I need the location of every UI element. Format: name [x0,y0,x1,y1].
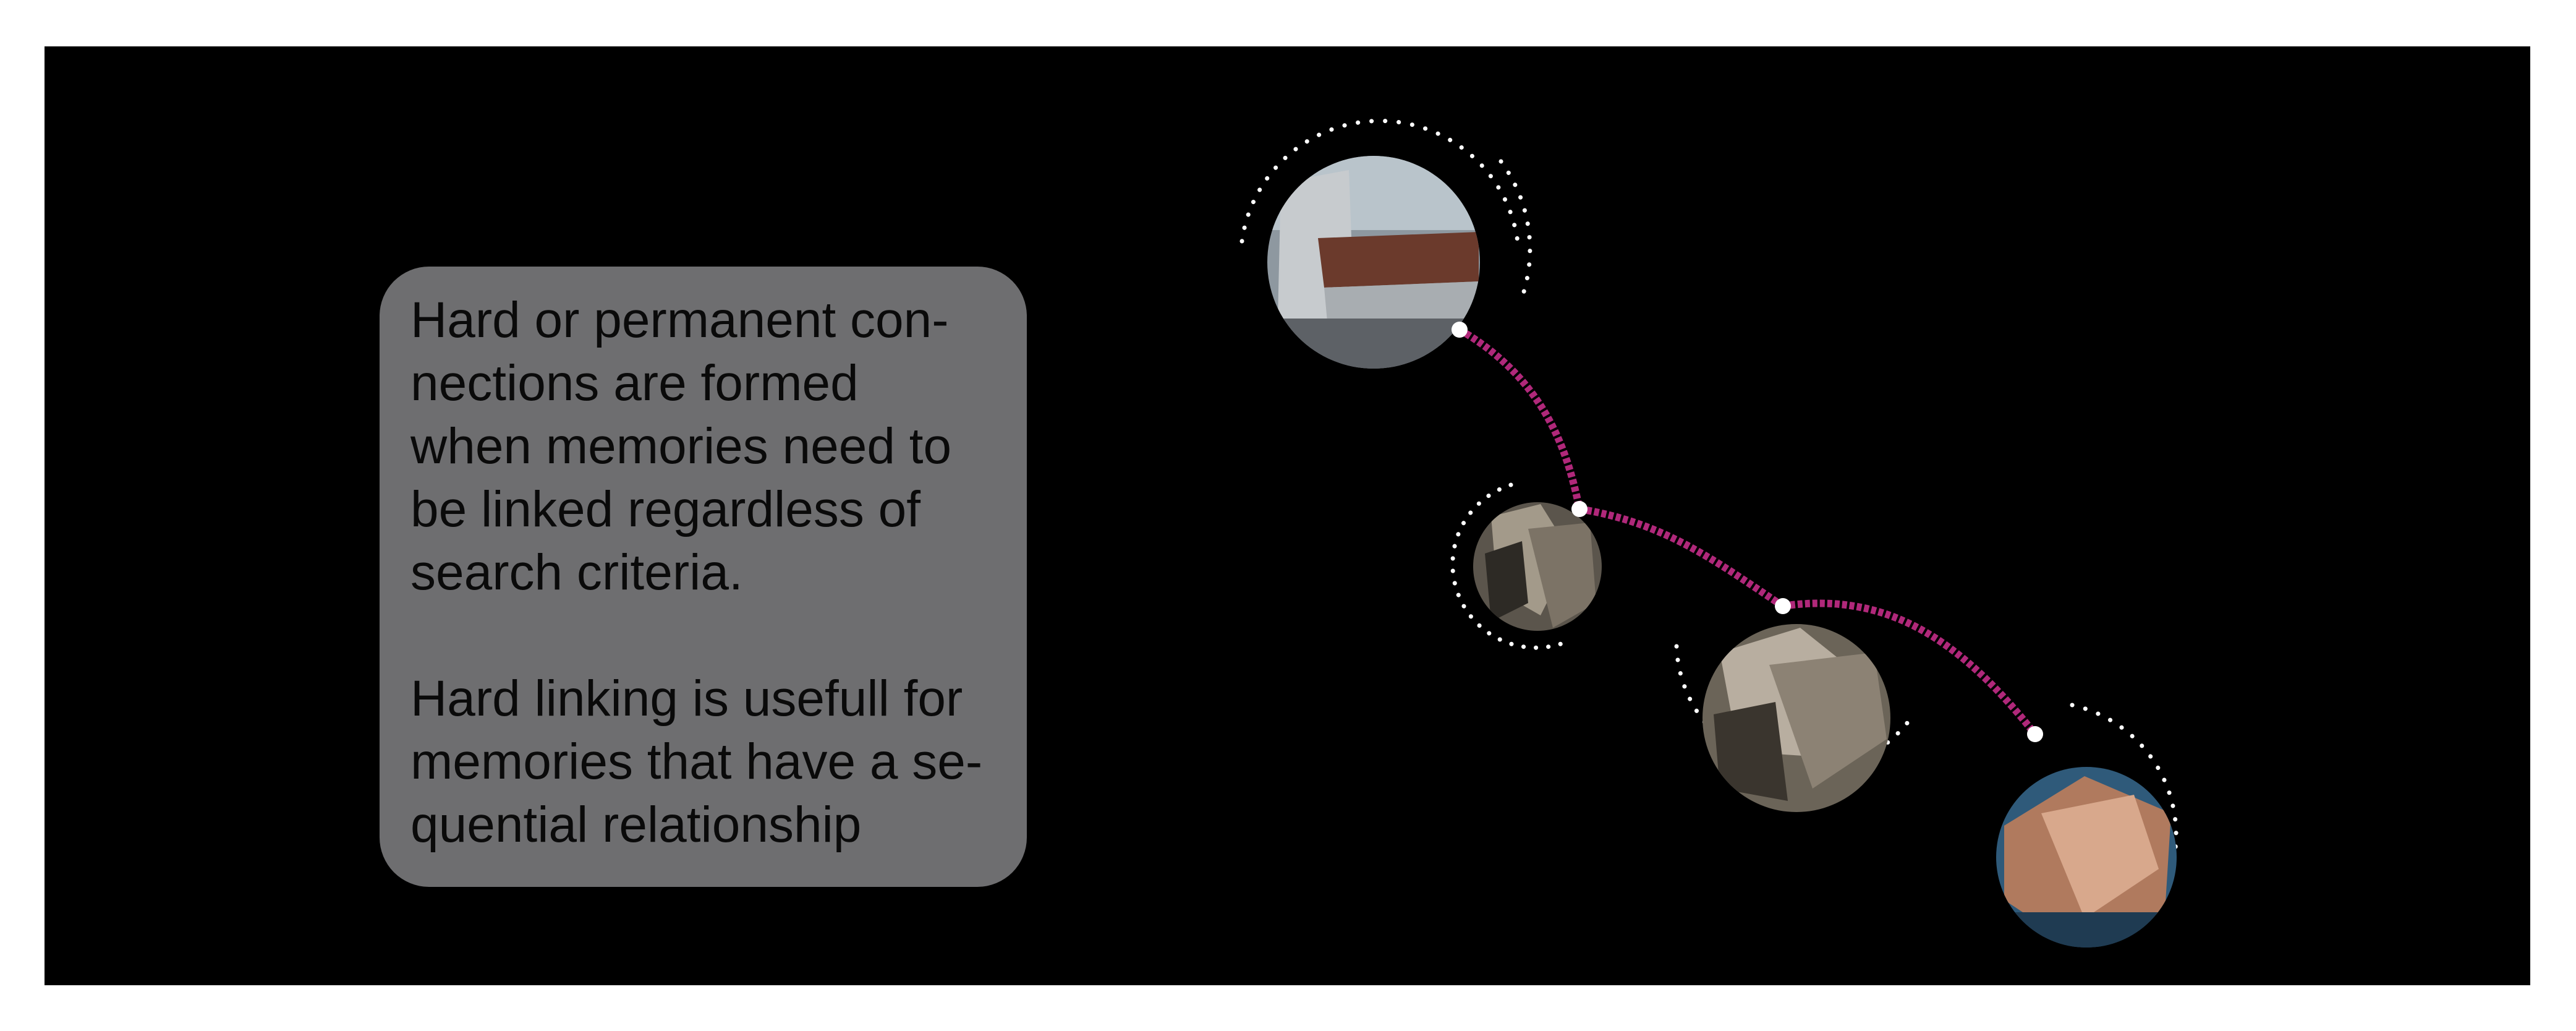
memory-node-bench[interactable] [1267,156,1480,374]
orbit-dots-sculpture-small [1450,482,1563,650]
hard-links [1457,326,2038,737]
hard-link-small-to-large [1579,505,1785,609]
link-anchors [1452,322,2043,742]
memory-link-graph [1239,118,2179,949]
memory-node-sculpture-large[interactable] [1702,624,1890,812]
memory-node-sculpture-small[interactable] [1473,502,1602,631]
diagram-canvas: Hard or permanent con- nections are form… [45,46,2530,985]
hard-link-bench-to-small [1457,326,1583,510]
info-paragraph-hard-linking: Hard linking is usefull for memories tha… [410,670,983,853]
hard-link-large-to-wood [1782,599,2038,737]
memory-node-wood[interactable] [1996,767,2177,949]
info-box: Hard or permanent con- nections are form… [380,267,1027,887]
orbit-dots-bench [1239,118,1532,296]
info-paragraph-hard-connections: Hard or permanent con- nections are form… [410,292,952,601]
orbit-dots-wood [2070,703,2179,931]
